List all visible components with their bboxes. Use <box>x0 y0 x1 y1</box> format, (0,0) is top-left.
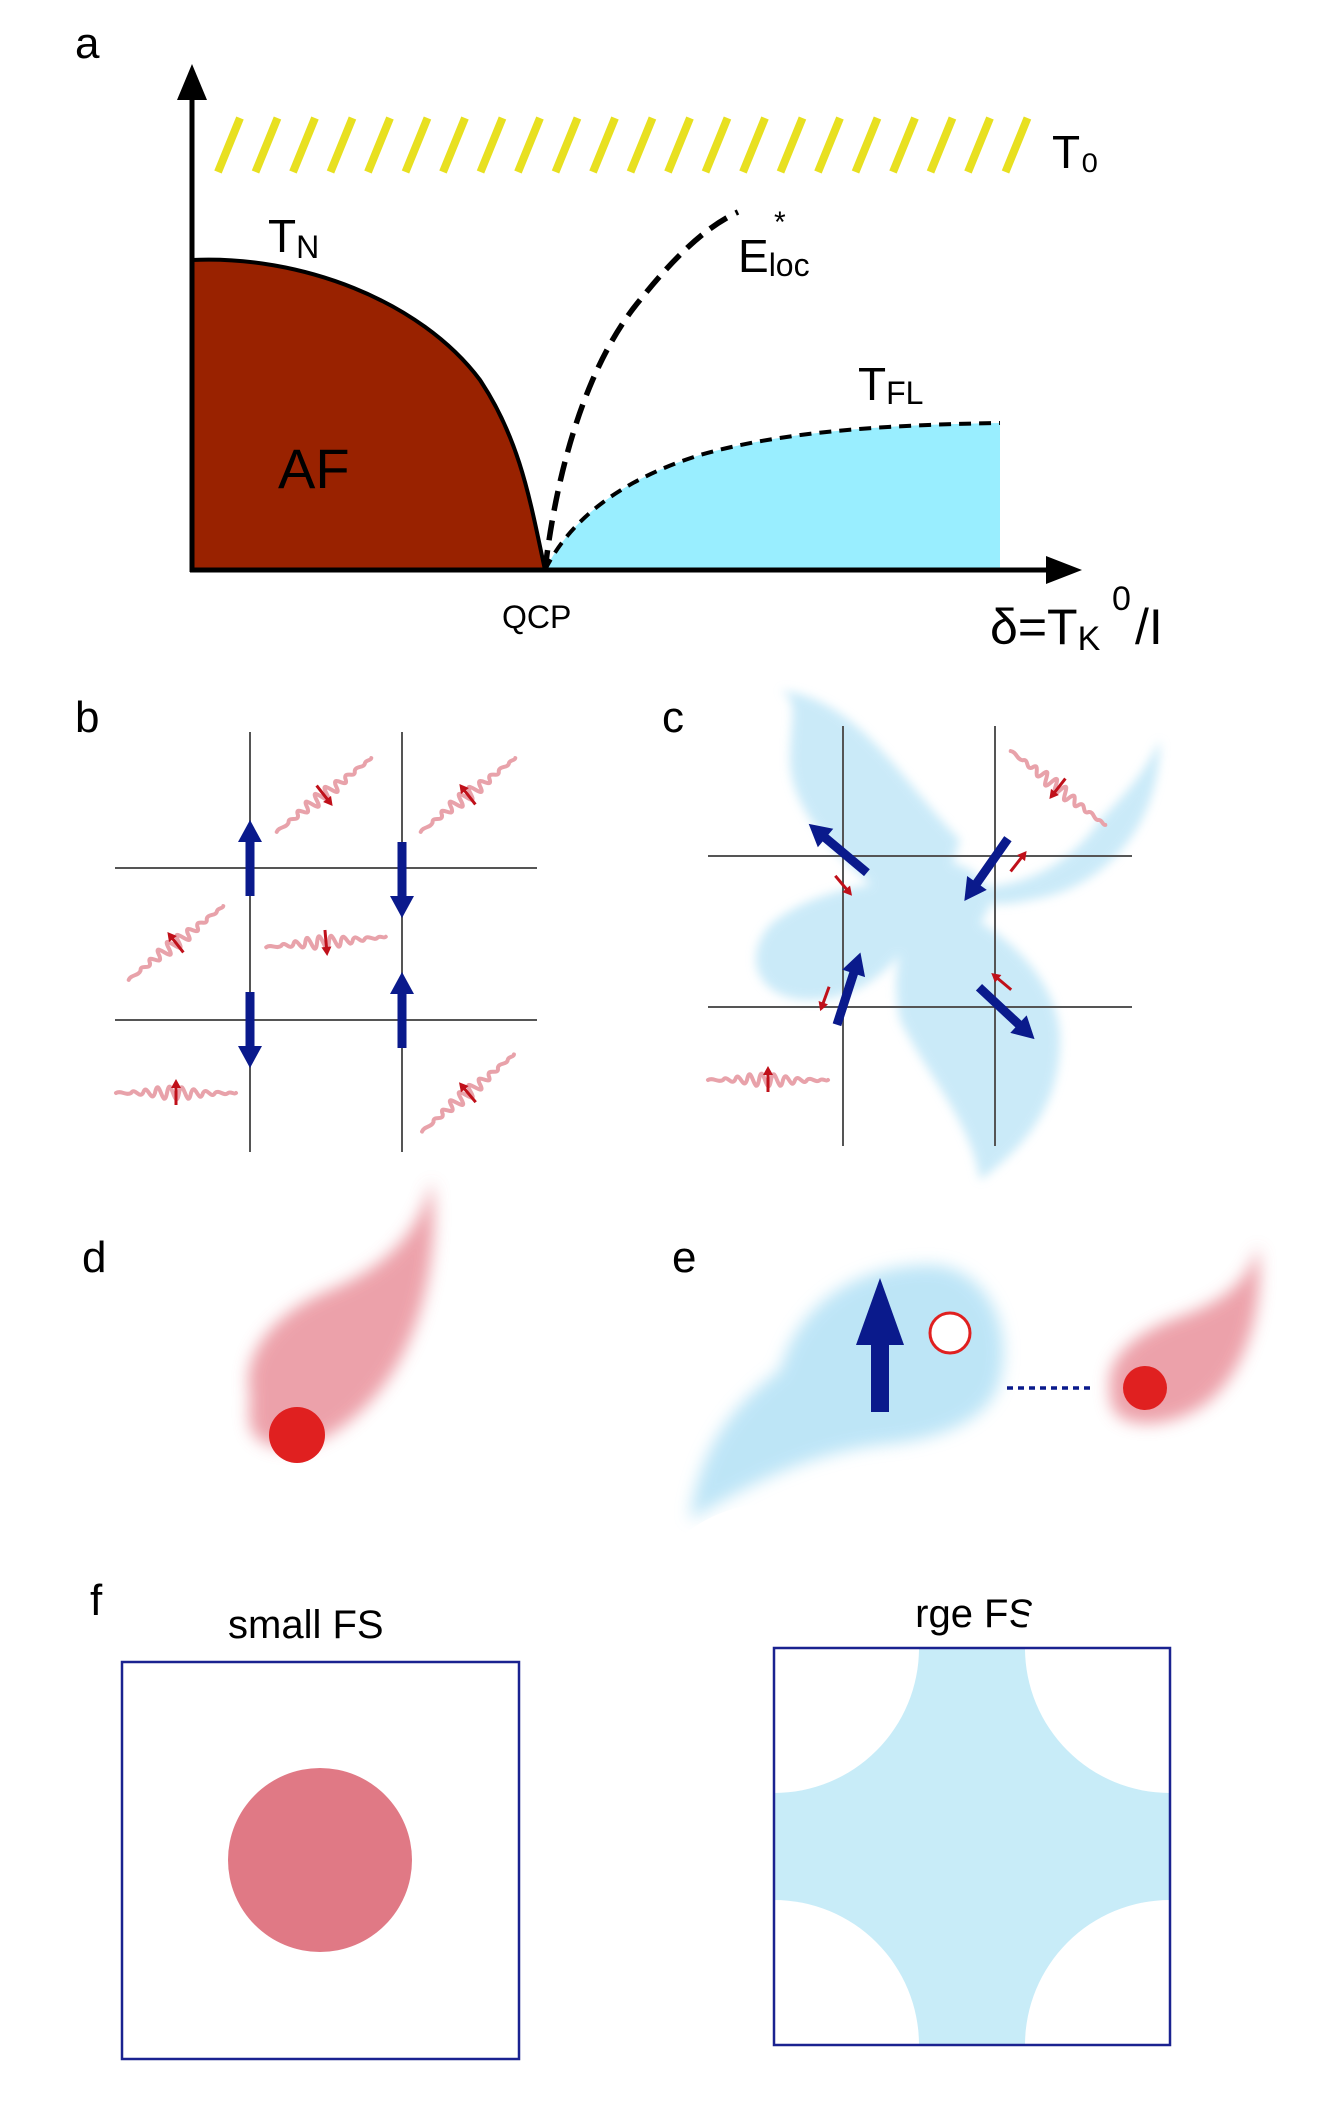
hatch-stroke <box>551 116 582 174</box>
kondo-cloud-cluster <box>755 690 1160 1180</box>
hatch-stroke <box>401 116 432 174</box>
electron-dot <box>1123 1366 1167 1410</box>
hatch-stroke <box>251 116 282 174</box>
conduction-electron-wave <box>114 1077 238 1107</box>
panel-d: d <box>82 1180 434 1463</box>
hatch-stroke <box>514 116 544 174</box>
screening-electron <box>1005 846 1033 877</box>
af-label: AF <box>278 437 350 500</box>
conduction-electron-wave <box>270 751 378 839</box>
conduction-electron-wave <box>1004 744 1112 832</box>
lattice-b <box>115 732 537 1152</box>
hatch-stroke <box>889 116 919 174</box>
hatch-stroke <box>326 116 357 174</box>
spin-arrow-down <box>390 842 414 918</box>
panel-letter-d: d <box>82 1233 106 1282</box>
tfl-label: TFL <box>858 358 923 411</box>
hatch-stroke <box>364 116 394 174</box>
panel-letter-a: a <box>75 19 100 68</box>
hatch-stroke <box>214 116 244 174</box>
qcp-label: QCP <box>502 599 571 635</box>
t0-label: T₀ <box>1052 126 1099 178</box>
hatch-stroke <box>664 116 694 174</box>
panel-a: a T₀ TN Eloc* TFL AF QCP δ=TK0/I <box>75 19 1163 658</box>
hatch-stroke <box>589 116 619 174</box>
hatch-stroke <box>476 116 507 174</box>
conduction-electron-wave <box>414 751 522 839</box>
panel-g: g large FS <box>629 1503 1315 2116</box>
small-fs-title: small FS <box>228 1603 384 1647</box>
tfl-line <box>543 421 1001 571</box>
x-axis-label: δ=TK0/I <box>990 580 1163 658</box>
local-moment-arrow <box>856 1278 904 1412</box>
fl-region <box>545 423 1000 570</box>
electron-cloud-pink <box>248 1180 434 1448</box>
kondo-cloud-blue <box>690 1265 1004 1520</box>
conduction-electron-wave <box>415 1047 521 1139</box>
hatch-stroke <box>851 116 882 174</box>
panel-letter-e: e <box>672 1233 696 1282</box>
conduction-electron-wave <box>263 928 389 958</box>
tn-label: TN <box>268 210 319 265</box>
y-axis-arrowhead <box>177 64 207 100</box>
spin-arrow-up <box>390 972 414 1048</box>
tn-line <box>191 257 547 571</box>
electron-dot <box>269 1407 325 1463</box>
hatch-stroke <box>1001 116 1032 174</box>
eloc-label: Eloc* <box>738 206 810 283</box>
panel-b: b <box>75 693 537 1152</box>
hatch-stroke <box>739 116 769 174</box>
spin-arrow-up <box>238 820 262 896</box>
conduction-electron-wave <box>122 899 230 987</box>
x-axis-arrowhead <box>1046 556 1082 584</box>
panel-letter-c: c <box>662 693 684 742</box>
hole-circle <box>928 1311 972 1355</box>
hatch-stroke <box>439 116 469 174</box>
hatch-stroke <box>926 116 957 174</box>
brillouin-zone-box <box>772 1646 1172 2047</box>
panel-f: f small FS <box>90 1576 521 2061</box>
hatch-stroke <box>289 116 319 174</box>
panel-c: c <box>662 690 1160 1180</box>
panel-e: e <box>672 1233 1260 1520</box>
af-region <box>192 259 545 570</box>
spin-arrow-down <box>238 992 262 1068</box>
hatch-stroke <box>776 116 807 174</box>
small-fermi-surface <box>228 1768 412 1952</box>
hatch-stroke <box>814 116 844 174</box>
hatch-stroke <box>701 116 732 174</box>
t0-hatch-band <box>214 116 1032 174</box>
panel-letter-b: b <box>75 693 99 742</box>
hatch-stroke <box>964 116 994 174</box>
conduction-electron-wave <box>706 1064 830 1094</box>
lattice-c <box>708 726 1132 1146</box>
panel-letter-f: f <box>90 1576 103 1625</box>
hatch-stroke <box>626 116 657 174</box>
